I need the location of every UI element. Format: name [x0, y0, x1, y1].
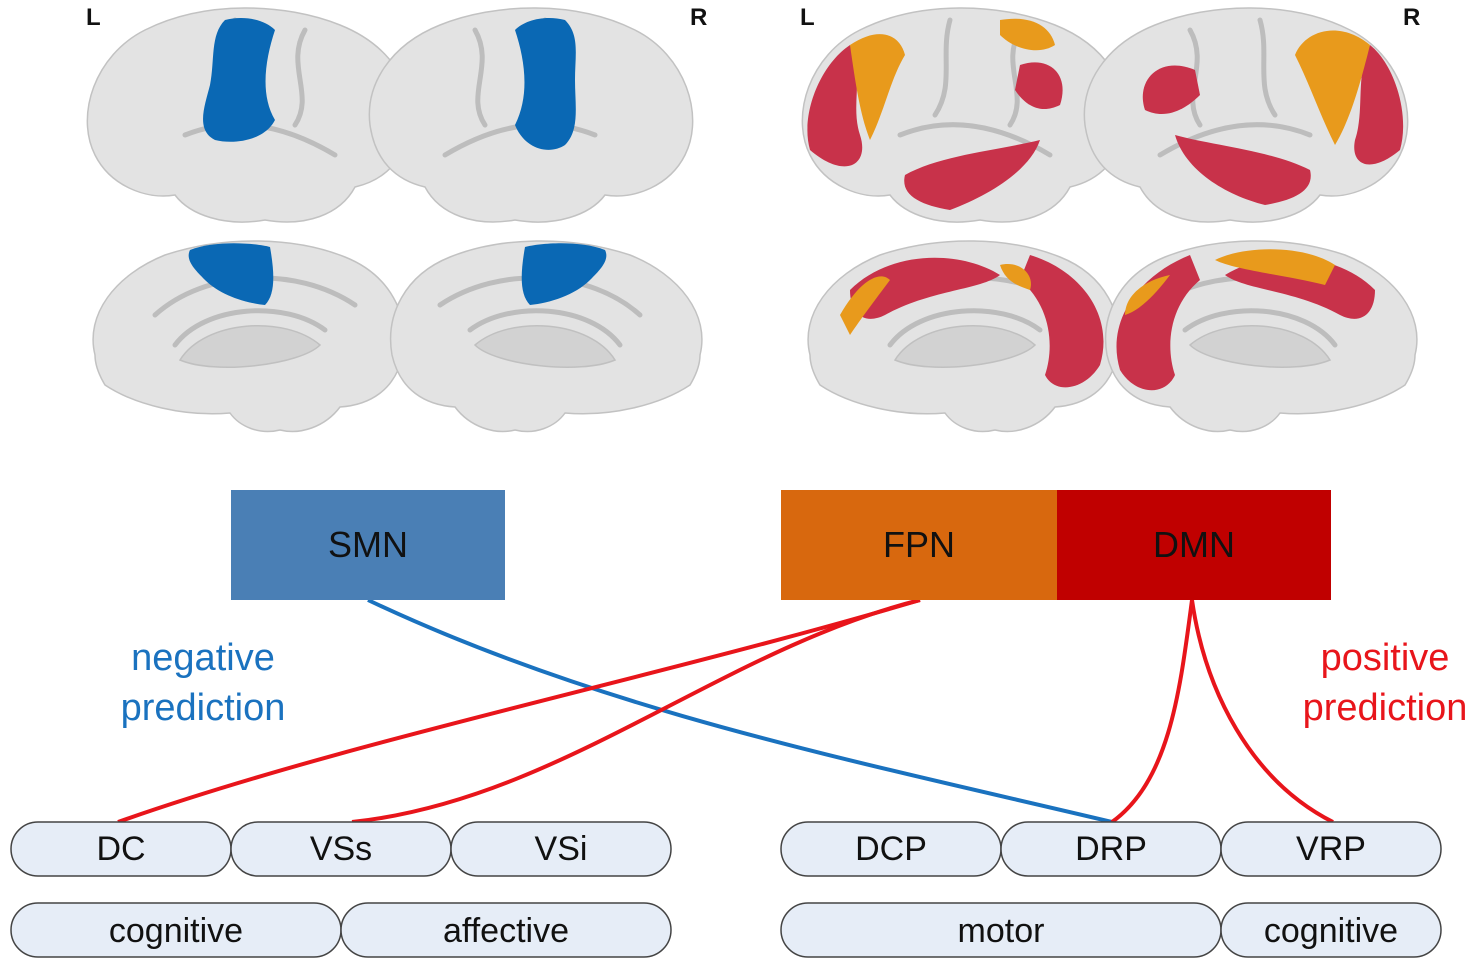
brain-medial-right-smn	[391, 241, 702, 432]
connection-fpn-vss	[351, 598, 921, 824]
brain-lateral-right-fpn-dmn	[1084, 8, 1407, 222]
connection-dmn-vrp	[1190, 599, 1334, 824]
brain-lateral-right-smn	[369, 8, 692, 222]
network-boxes: SMN FPN DMN	[231, 490, 1331, 600]
dmn-overlay	[1175, 135, 1311, 205]
function-label-cognitive-right: cognitive	[1264, 912, 1398, 950]
hemisphere-label-right: R	[690, 4, 707, 31]
right-subregions: DCP DRP VRP	[780, 821, 1442, 877]
brain-medial-left-fpn-dmn	[808, 241, 1119, 432]
smn-overlay	[203, 18, 275, 142]
fpn-dmn-brain-panel: L R	[800, 4, 1420, 431]
function-pill-cognitive-right	[1220, 902, 1442, 958]
left-functions: cognitive affective	[10, 902, 672, 958]
smn-label: SMN	[328, 524, 408, 565]
smn-overlay	[521, 243, 607, 305]
positive-prediction-line1: positive	[1321, 637, 1450, 679]
function-label-affective: affective	[443, 912, 569, 950]
smn-brain-panel: L R	[86, 4, 707, 431]
function-label-motor: motor	[958, 912, 1045, 950]
fpn-overlay	[1215, 249, 1335, 285]
brain-lateral-left-smn	[87, 8, 410, 222]
dmn-overlay	[1225, 257, 1375, 319]
subregion-label-vsi: VSi	[535, 830, 588, 868]
dmn-overlay	[807, 45, 863, 167]
connection-fpn-dc	[117, 598, 921, 824]
dmn-overlay	[850, 257, 1000, 319]
connection-dmn-drp	[1110, 599, 1194, 824]
fpn-overlay	[1125, 275, 1170, 315]
smn-box	[231, 490, 505, 600]
dmn-overlay	[1354, 45, 1404, 165]
subregion-pill-vrp	[1220, 821, 1442, 877]
fpn-label: FPN	[883, 524, 955, 565]
positive-prediction-line2: prediction	[1303, 687, 1468, 729]
dmn-label: DMN	[1153, 524, 1235, 565]
dmn-overlay	[1142, 65, 1200, 115]
hemisphere-label-left: L	[86, 4, 101, 31]
subregion-label-dc: DC	[96, 830, 145, 868]
subregion-label-drp: DRP	[1075, 830, 1147, 868]
hemisphere-label-left: L	[800, 4, 815, 31]
negative-prediction-label: negative prediction	[121, 637, 286, 729]
brain-medial-left-smn	[93, 241, 404, 432]
dmn-overlay	[1015, 62, 1063, 110]
right-functions: motor cognitive	[780, 902, 1442, 958]
negative-prediction-line1: negative	[131, 637, 275, 679]
fpn-box	[781, 490, 1057, 600]
positive-prediction-label: positive prediction	[1303, 637, 1468, 729]
subregion-pill-vsi	[450, 821, 672, 877]
negative-prediction-line2: prediction	[121, 687, 286, 729]
dmn-box	[1057, 490, 1331, 600]
function-label-cognitive-left: cognitive	[109, 912, 243, 950]
fpn-overlay	[1000, 264, 1031, 290]
function-pill-affective	[340, 902, 672, 958]
connection-smn-drp	[367, 598, 1113, 824]
fpn-overlay	[850, 34, 905, 140]
fpn-overlay	[1000, 18, 1055, 51]
hemisphere-label-right: R	[1403, 4, 1420, 31]
smn-overlay	[188, 243, 274, 305]
subregion-label-dcp: DCP	[855, 830, 927, 868]
left-subregions: DC VSs VSi	[10, 821, 672, 877]
connections	[117, 598, 1334, 824]
fpn-overlay	[840, 276, 890, 335]
brain-lateral-left-fpn-dmn	[802, 8, 1125, 222]
dmn-overlay	[1116, 255, 1200, 391]
smn-overlay	[515, 18, 576, 150]
dmn-overlay	[1020, 255, 1104, 388]
subregion-label-vss: VSs	[310, 830, 372, 868]
brain-medial-right-fpn-dmn	[1106, 241, 1417, 432]
subregion-label-vrp: VRP	[1296, 830, 1366, 868]
fpn-overlay	[1295, 30, 1370, 145]
dmn-overlay	[904, 140, 1040, 210]
